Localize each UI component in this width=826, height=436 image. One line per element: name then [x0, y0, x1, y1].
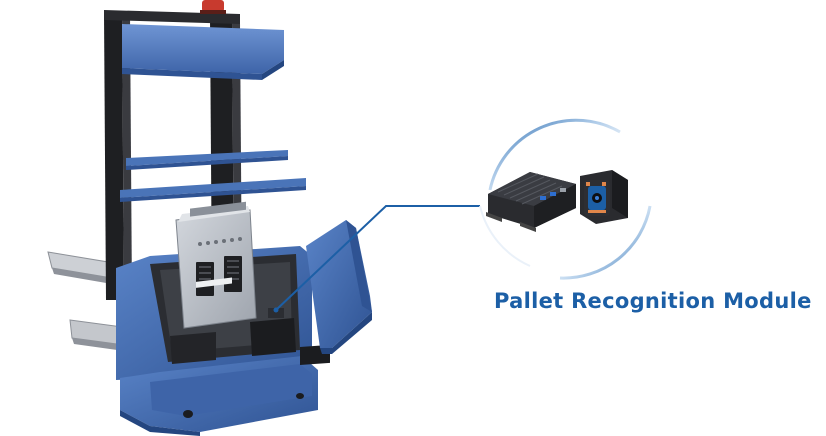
callout-anchor [273, 307, 279, 313]
module-caption: Pallet Recognition Module [494, 289, 812, 313]
3d-camera-icon [580, 170, 628, 224]
module-highlight-ring [479, 118, 652, 280]
side-door-panel [306, 220, 372, 354]
callout-line [275, 205, 480, 311]
industrial-computer-icon [486, 172, 576, 232]
autonomous-forklift-icon [47, 0, 372, 436]
controller-unit [175, 201, 257, 329]
